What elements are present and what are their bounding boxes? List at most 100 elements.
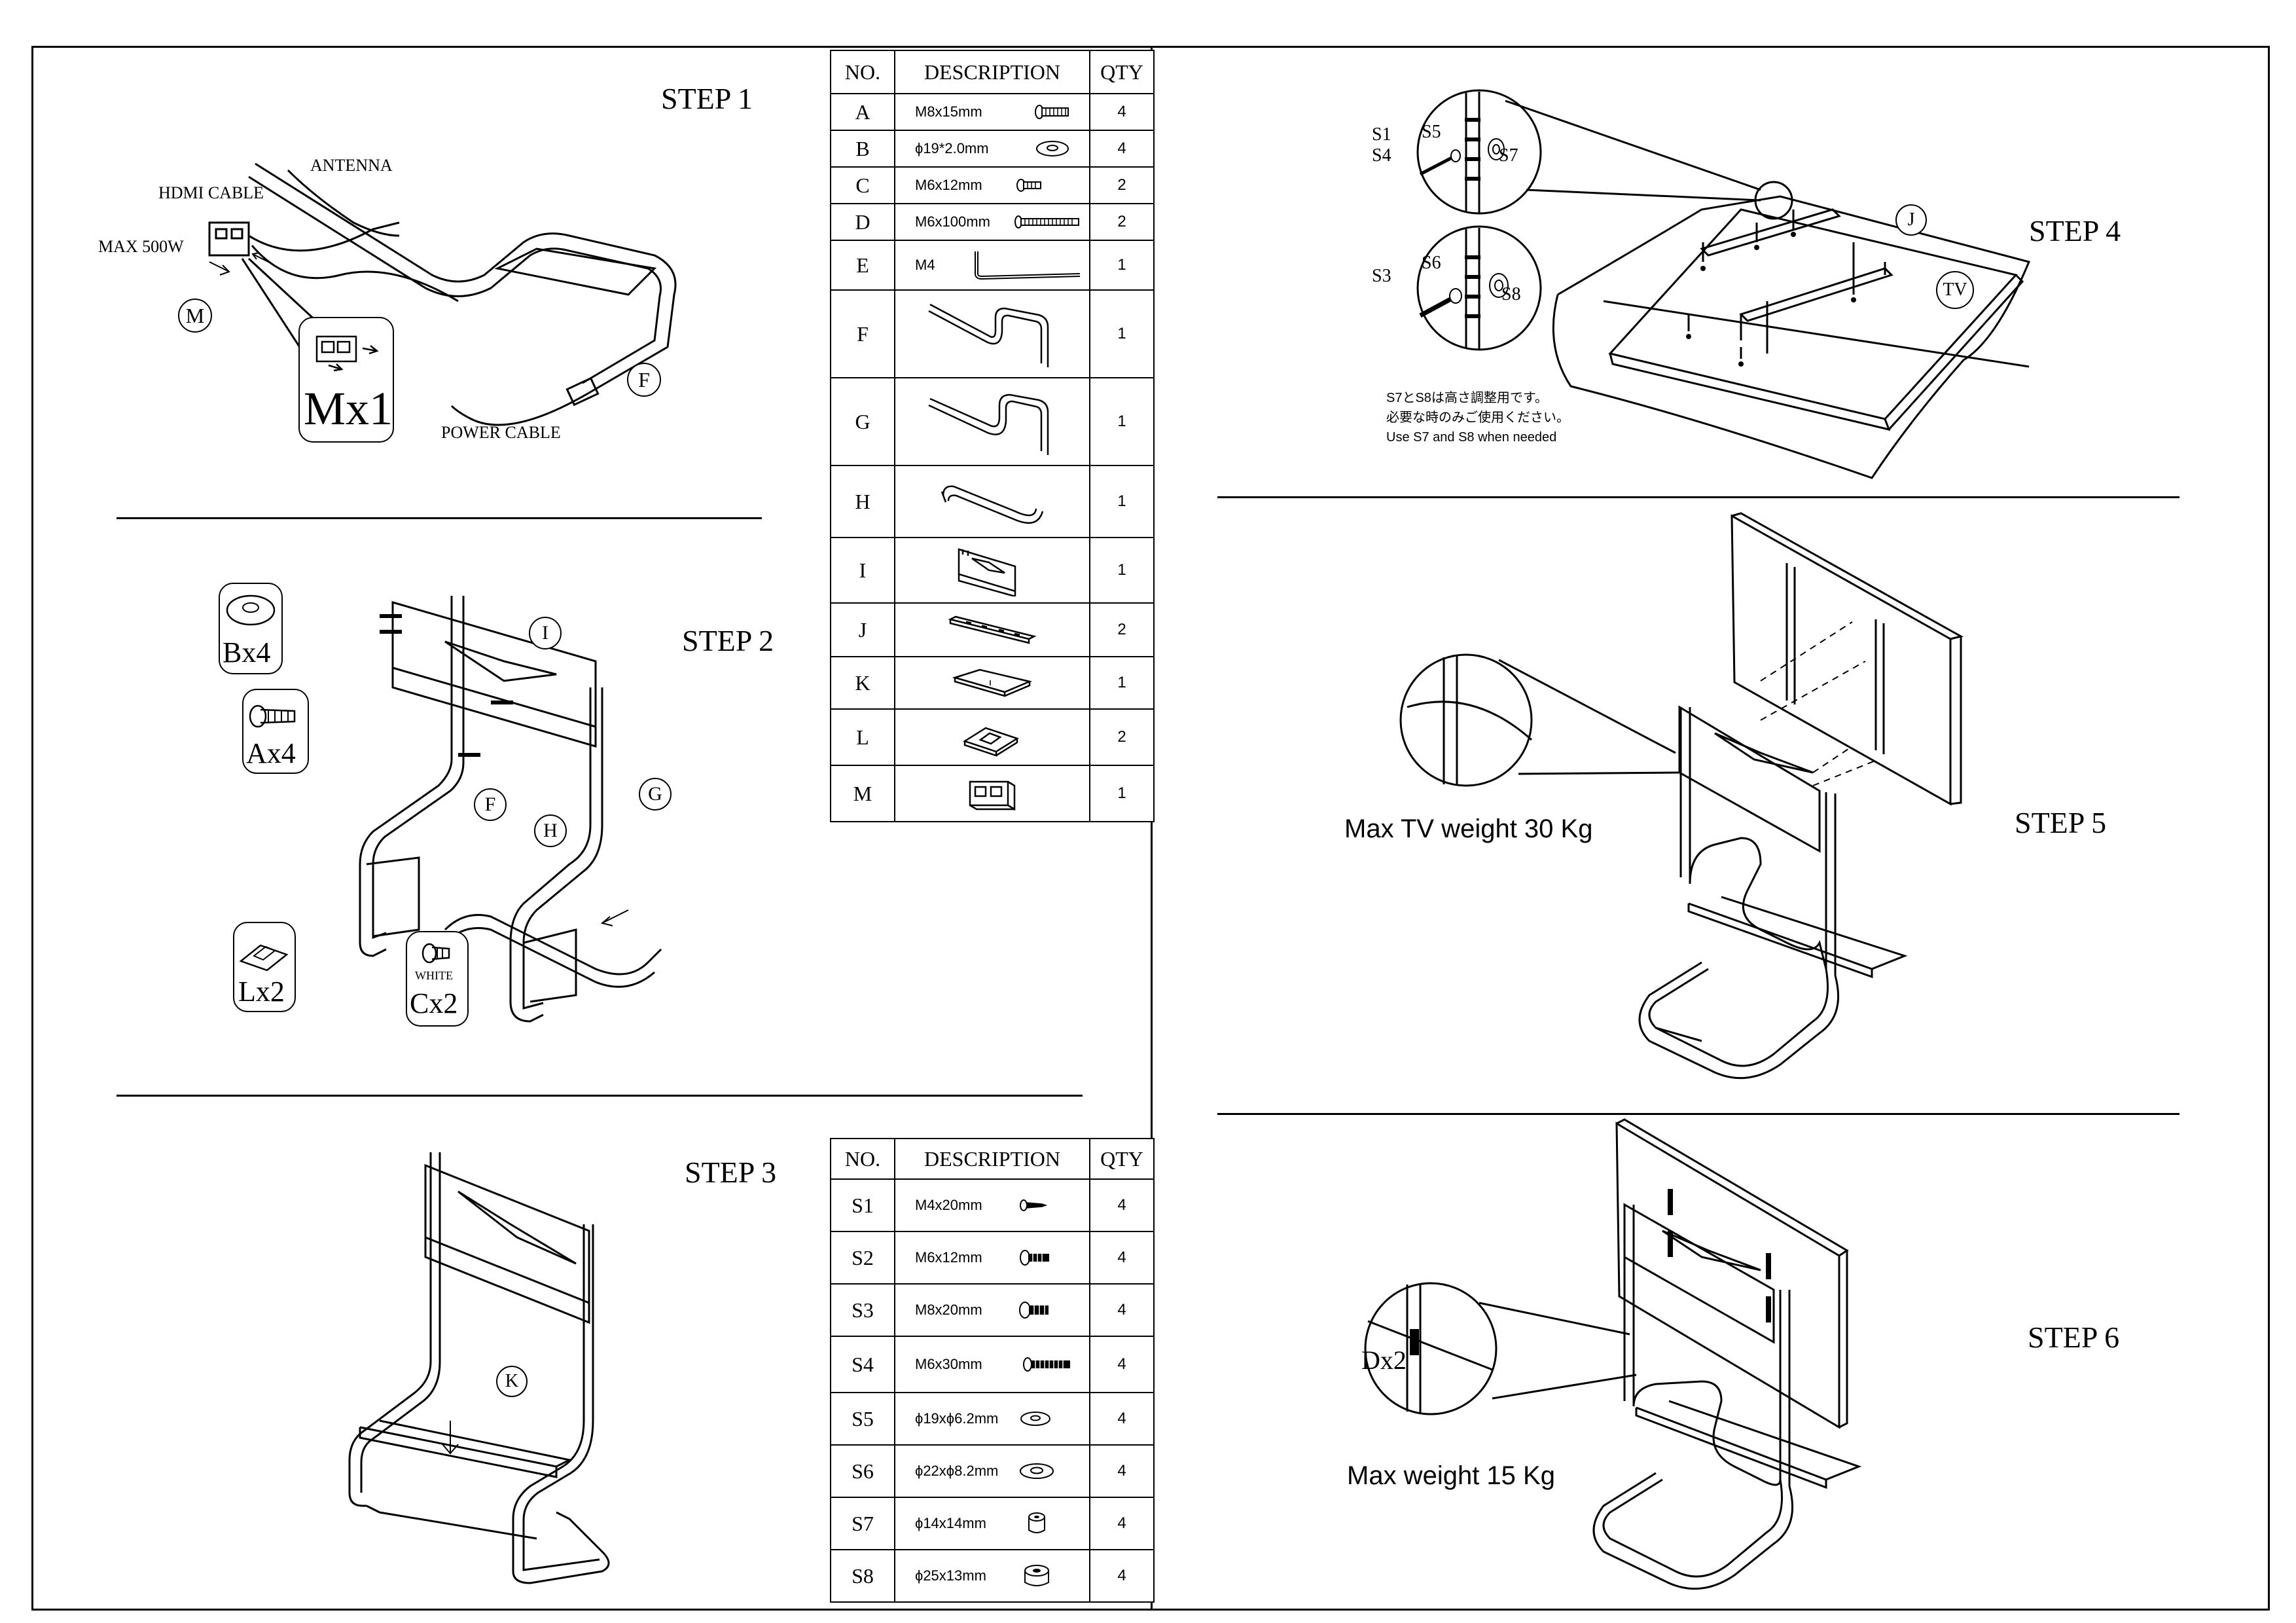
part-no: M xyxy=(830,765,895,822)
step6-title: STEP 6 xyxy=(2028,1321,2120,1354)
screw-qty: 4 xyxy=(1089,1392,1155,1446)
screw-desc: M8x20mm xyxy=(915,1302,982,1318)
part-no: C xyxy=(830,166,895,204)
part-desc: M8x15mm xyxy=(915,103,982,120)
screw-no: S7 xyxy=(830,1497,895,1550)
outlet-icon xyxy=(315,335,379,372)
max-tv-weight-label: Max TV weight 30 Kg xyxy=(1344,814,1593,843)
s3-label: S3 xyxy=(1372,266,1391,286)
screw-desc: ϕ14x14mm xyxy=(915,1515,986,1531)
part-desc-cell xyxy=(894,289,1090,378)
hex-key-icon xyxy=(975,251,1081,280)
screw-no: S8 xyxy=(830,1549,895,1603)
part-desc: ϕ19*2.0mm xyxy=(915,140,989,156)
header-qty: QTY xyxy=(1089,50,1155,94)
table-row: S4 M6x30mm 4 xyxy=(830,1336,1155,1393)
screw-qty: 4 xyxy=(1089,1549,1155,1603)
mx1-label: Mx1 xyxy=(304,382,393,435)
screw-desc-cell: M4x20mm xyxy=(894,1178,1090,1232)
screw-no: S1 xyxy=(830,1178,895,1232)
washer-icon xyxy=(226,594,276,626)
screw-no: S6 xyxy=(830,1444,895,1498)
screw-qty: 4 xyxy=(1089,1444,1155,1498)
washer-s6-icon xyxy=(1020,1463,1054,1479)
step1-title: STEP 1 xyxy=(661,82,753,115)
screw-desc-cell: M6x12mm xyxy=(894,1231,1090,1285)
spacer-s7-icon xyxy=(1028,1512,1045,1533)
part-qty: 1 xyxy=(1089,537,1155,604)
dx2-label: Dx2 xyxy=(1361,1345,1407,1375)
part-no: D xyxy=(830,203,895,241)
step4-illustration xyxy=(1416,89,2031,479)
mount-arm-icon xyxy=(948,615,1037,644)
bolt-small-icon xyxy=(1016,179,1041,192)
column-divider xyxy=(1151,46,1153,1611)
table-row: A M8x15mm 4 xyxy=(830,93,1155,131)
screw-s3-icon xyxy=(1019,1302,1049,1319)
step4-title: STEP 4 xyxy=(2029,214,2121,247)
power-cable-label: POWER CABLE xyxy=(441,423,561,442)
washer-icon xyxy=(1036,141,1069,156)
part-desc-cell xyxy=(894,765,1090,822)
screw-desc: M4x20mm xyxy=(915,1197,982,1213)
part-qty: 1 xyxy=(1089,765,1155,822)
part-no: I xyxy=(830,537,895,604)
table-row: E M4 1 xyxy=(830,240,1155,291)
part-desc-cell xyxy=(894,602,1090,657)
tube-frame-f-icon xyxy=(928,303,1049,367)
screw-qty: 4 xyxy=(1089,1336,1155,1393)
part-qty: 1 xyxy=(1089,289,1155,378)
table-row: S1 M4x20mm 4 xyxy=(830,1178,1155,1232)
table-row: H 1 xyxy=(830,465,1155,538)
screw-qty: 4 xyxy=(1089,1178,1155,1232)
part-qty: 2 xyxy=(1089,602,1155,657)
table-row: B ϕ19*2.0mm 4 xyxy=(830,130,1155,168)
part-qty: 2 xyxy=(1089,708,1155,766)
step3-title: STEP 3 xyxy=(685,1156,777,1189)
screw-no: S4 xyxy=(830,1336,895,1393)
hdmi-cable-label: HDMI CABLE xyxy=(158,183,264,202)
step4-divider xyxy=(1217,496,2179,498)
ax4-label: Ax4 xyxy=(246,737,296,769)
part-desc-cell: M6x100mm xyxy=(894,203,1090,241)
part-qty: 2 xyxy=(1089,203,1155,241)
screw-desc-cell: ϕ22xϕ8.2mm xyxy=(894,1444,1090,1498)
part-no: L xyxy=(830,708,895,766)
part-desc: M6x100mm xyxy=(915,213,990,230)
step3-illustration xyxy=(348,1152,610,1584)
s6-label: S6 xyxy=(1422,253,1441,273)
screw-qty: 4 xyxy=(1089,1283,1155,1337)
header-no: NO. xyxy=(830,1138,895,1180)
part-desc-cell xyxy=(894,537,1090,604)
screw-desc-cell: M6x30mm xyxy=(894,1336,1090,1393)
part-qty: 1 xyxy=(1089,656,1155,710)
table-row: C M6x12mm 2 xyxy=(830,166,1155,204)
bx4-label: Bx4 xyxy=(223,636,271,668)
s8-label: S8 xyxy=(1501,284,1521,304)
bolt-long-icon xyxy=(1014,215,1079,228)
part-no: H xyxy=(830,465,895,538)
part-desc-cell xyxy=(894,377,1090,466)
screw-s4-icon xyxy=(1023,1357,1070,1372)
bolt-short-icon xyxy=(249,704,296,728)
part-qty: 1 xyxy=(1089,240,1155,291)
table-row: D M6x100mm 2 xyxy=(830,203,1155,241)
height-note-jp-2: 必要な時のみご使用ください。 xyxy=(1386,410,1570,425)
part-desc-cell: M8x15mm xyxy=(894,93,1090,131)
tv-marker: TV xyxy=(1936,271,1974,309)
part-k-marker: K xyxy=(496,1366,528,1397)
screw-s2-icon xyxy=(1020,1250,1049,1266)
step5-divider xyxy=(1217,1113,2179,1115)
tube-frame-g-icon xyxy=(928,393,1049,455)
s1-label: S1 xyxy=(1372,124,1391,145)
lx2-callout: Lx2 xyxy=(233,922,296,1012)
part-desc-cell: ϕ19*2.0mm xyxy=(894,130,1090,168)
screw-desc-cell: ϕ14x14mm xyxy=(894,1497,1090,1550)
screw-desc: ϕ19xϕ6.2mm xyxy=(915,1410,999,1427)
header-description: DESCRIPTION xyxy=(894,1138,1090,1180)
part-qty: 4 xyxy=(1089,130,1155,168)
header-qty: QTY xyxy=(1089,1138,1155,1180)
screw-desc: M6x12mm xyxy=(915,1249,982,1266)
s5-label: S5 xyxy=(1422,122,1441,142)
table-header-row: NO. DESCRIPTION QTY xyxy=(830,50,1155,94)
